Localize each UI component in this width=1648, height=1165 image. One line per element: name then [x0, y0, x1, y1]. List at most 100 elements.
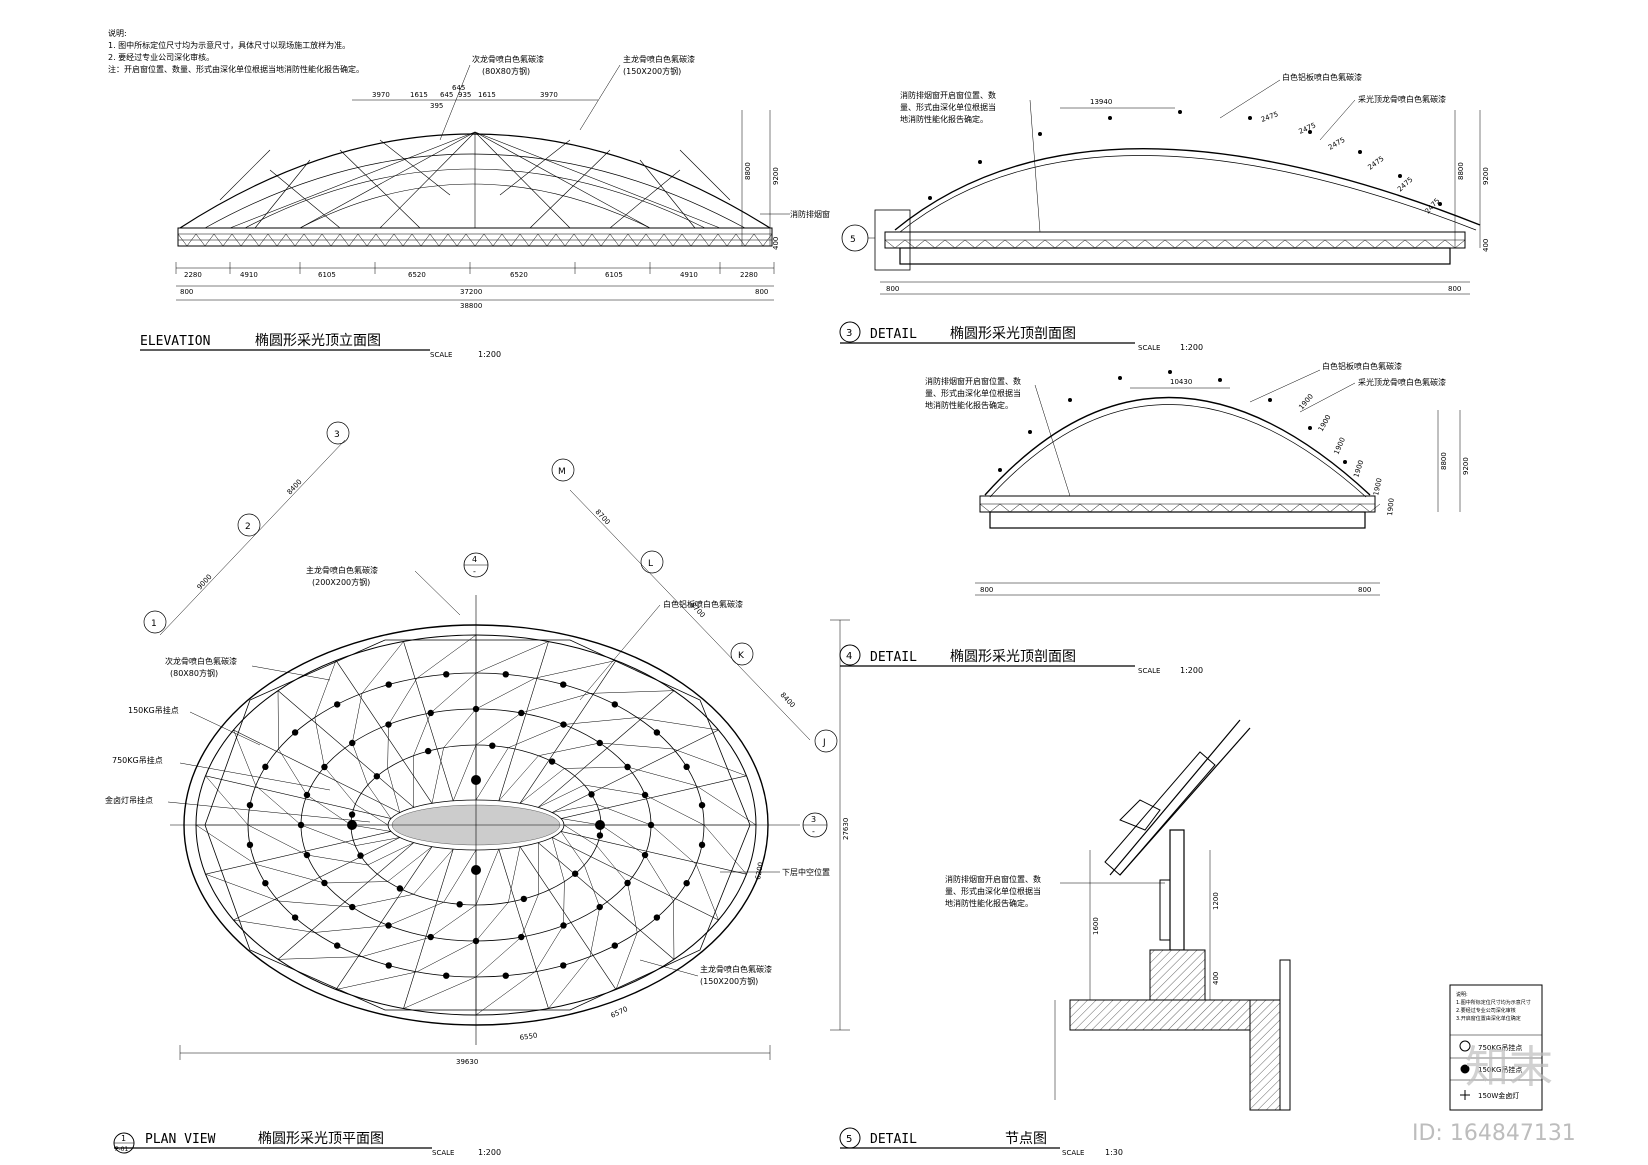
structure-member — [954, 239, 966, 249]
elevation-dome-ring-3 — [299, 183, 651, 229]
structure-member — [979, 503, 991, 513]
d3-end-dim-right: 800 — [1448, 285, 1461, 293]
structure-member — [596, 845, 628, 884]
plan-polygon — [204, 639, 751, 1011]
structure-member — [555, 233, 566, 247]
hanging-point — [596, 832, 604, 839]
arc-node — [1343, 460, 1347, 464]
elev-top-dim-2: 1615 — [410, 91, 428, 99]
arc-node — [1248, 116, 1252, 120]
structure-member — [1114, 239, 1126, 249]
hanging-point — [385, 721, 392, 728]
structure-member — [696, 785, 757, 826]
structure-member — [1169, 503, 1181, 513]
structure-member — [413, 848, 454, 895]
structure-member — [673, 748, 747, 777]
plan-callout-void: 下层中空位置 — [782, 867, 830, 877]
structure-member — [551, 837, 565, 882]
arc-node — [1178, 110, 1182, 114]
structure-member — [560, 818, 602, 826]
structure-member — [573, 233, 584, 247]
structure-member — [654, 233, 665, 247]
d3-callout-vent-2: 量、形式由深化单位根据当 — [900, 102, 996, 112]
d4-callout-alu: 白色铝板喷白色氟碳漆 — [1322, 361, 1402, 371]
d5-dim-2: 1200 — [1212, 892, 1220, 910]
arc-node — [1308, 130, 1312, 134]
structure-member — [1314, 239, 1326, 249]
structure-member — [233, 919, 315, 933]
hanging-point — [624, 879, 631, 887]
structure-member — [591, 233, 602, 247]
structure-member — [204, 233, 215, 247]
watermark-id: ID: 164847131 — [1412, 1121, 1576, 1146]
d5-wall — [1279, 959, 1291, 1111]
plan-height-dim: 27630 — [842, 818, 850, 840]
d4-callout-vent-1: 消防排烟窗开启窗位置、数 — [925, 376, 1021, 386]
structure-member — [964, 239, 976, 249]
structure-member — [1264, 239, 1276, 249]
structure-member — [475, 902, 509, 942]
structure-member — [1174, 239, 1186, 249]
elevation-truss-band — [177, 227, 773, 247]
structure-member — [277, 690, 414, 808]
structure-member — [1219, 503, 1231, 513]
plan-callout-lamp: 金卤灯吊挂点 — [105, 795, 153, 805]
structure-member — [999, 503, 1011, 513]
axis-label-j: J — [822, 738, 826, 748]
hanging-point — [588, 791, 595, 798]
structure-member — [1284, 239, 1296, 249]
d5-concrete-pier — [1149, 949, 1206, 1001]
axis-bubble-2 — [237, 513, 261, 537]
structure-member — [563, 717, 638, 725]
structure-member — [384, 233, 395, 247]
structure-member — [521, 693, 591, 714]
structure-member — [1164, 239, 1176, 249]
structure-member — [1334, 239, 1346, 249]
structure-member — [335, 660, 433, 804]
d3-callout-vent-1: 消防排烟窗开启窗位置、数 — [900, 90, 996, 100]
structure-member — [498, 755, 539, 802]
structure-member — [1364, 239, 1376, 249]
structure-member — [584, 864, 600, 908]
structure-member — [1009, 503, 1021, 513]
structure-member — [508, 846, 521, 903]
elevation-scale: 1:200 — [478, 350, 501, 359]
arc-node — [1108, 116, 1112, 120]
structure-member — [255, 864, 325, 884]
detail3-num: 3 — [846, 328, 852, 339]
structure-member — [447, 233, 458, 247]
structure-member — [519, 768, 565, 804]
legend-symbol-150 — [1460, 1064, 1470, 1074]
structure-member — [278, 748, 308, 796]
structure-member — [411, 233, 422, 247]
d3-end-dim-left: 800 — [886, 285, 899, 293]
structure-member — [1454, 239, 1466, 249]
arc-node — [1308, 426, 1312, 430]
section-marker-4-sheet: - — [473, 567, 476, 576]
hanging-point — [373, 773, 381, 780]
d5-bracket — [1119, 799, 1161, 831]
d3-arc-dim-5: 2475 — [1396, 176, 1415, 194]
hanging-point — [518, 933, 525, 941]
structure-member — [416, 634, 477, 679]
structure-member — [1099, 503, 1111, 513]
hanging-point — [596, 903, 603, 911]
structure-member — [589, 906, 600, 957]
structure-member — [744, 233, 755, 247]
structure-member — [403, 641, 454, 801]
elev-bot-dim-8: 2280 — [740, 271, 758, 279]
structure-member — [233, 729, 400, 813]
structure-member — [1304, 239, 1316, 249]
structure-member — [1254, 239, 1266, 249]
structure-member — [699, 233, 710, 247]
structure-member — [388, 678, 418, 725]
arc-node — [1028, 430, 1032, 434]
structure-member — [1204, 239, 1216, 249]
structure-member — [528, 233, 539, 247]
arc-node — [978, 160, 982, 164]
elev-callout-secondary: 次龙骨喷白色氟碳漆 — [472, 54, 544, 64]
structure-member — [335, 971, 418, 990]
elev-callout-main-sub: (150X200方钢) — [623, 66, 681, 76]
structure-member — [762, 233, 773, 247]
structure-member — [258, 233, 269, 247]
